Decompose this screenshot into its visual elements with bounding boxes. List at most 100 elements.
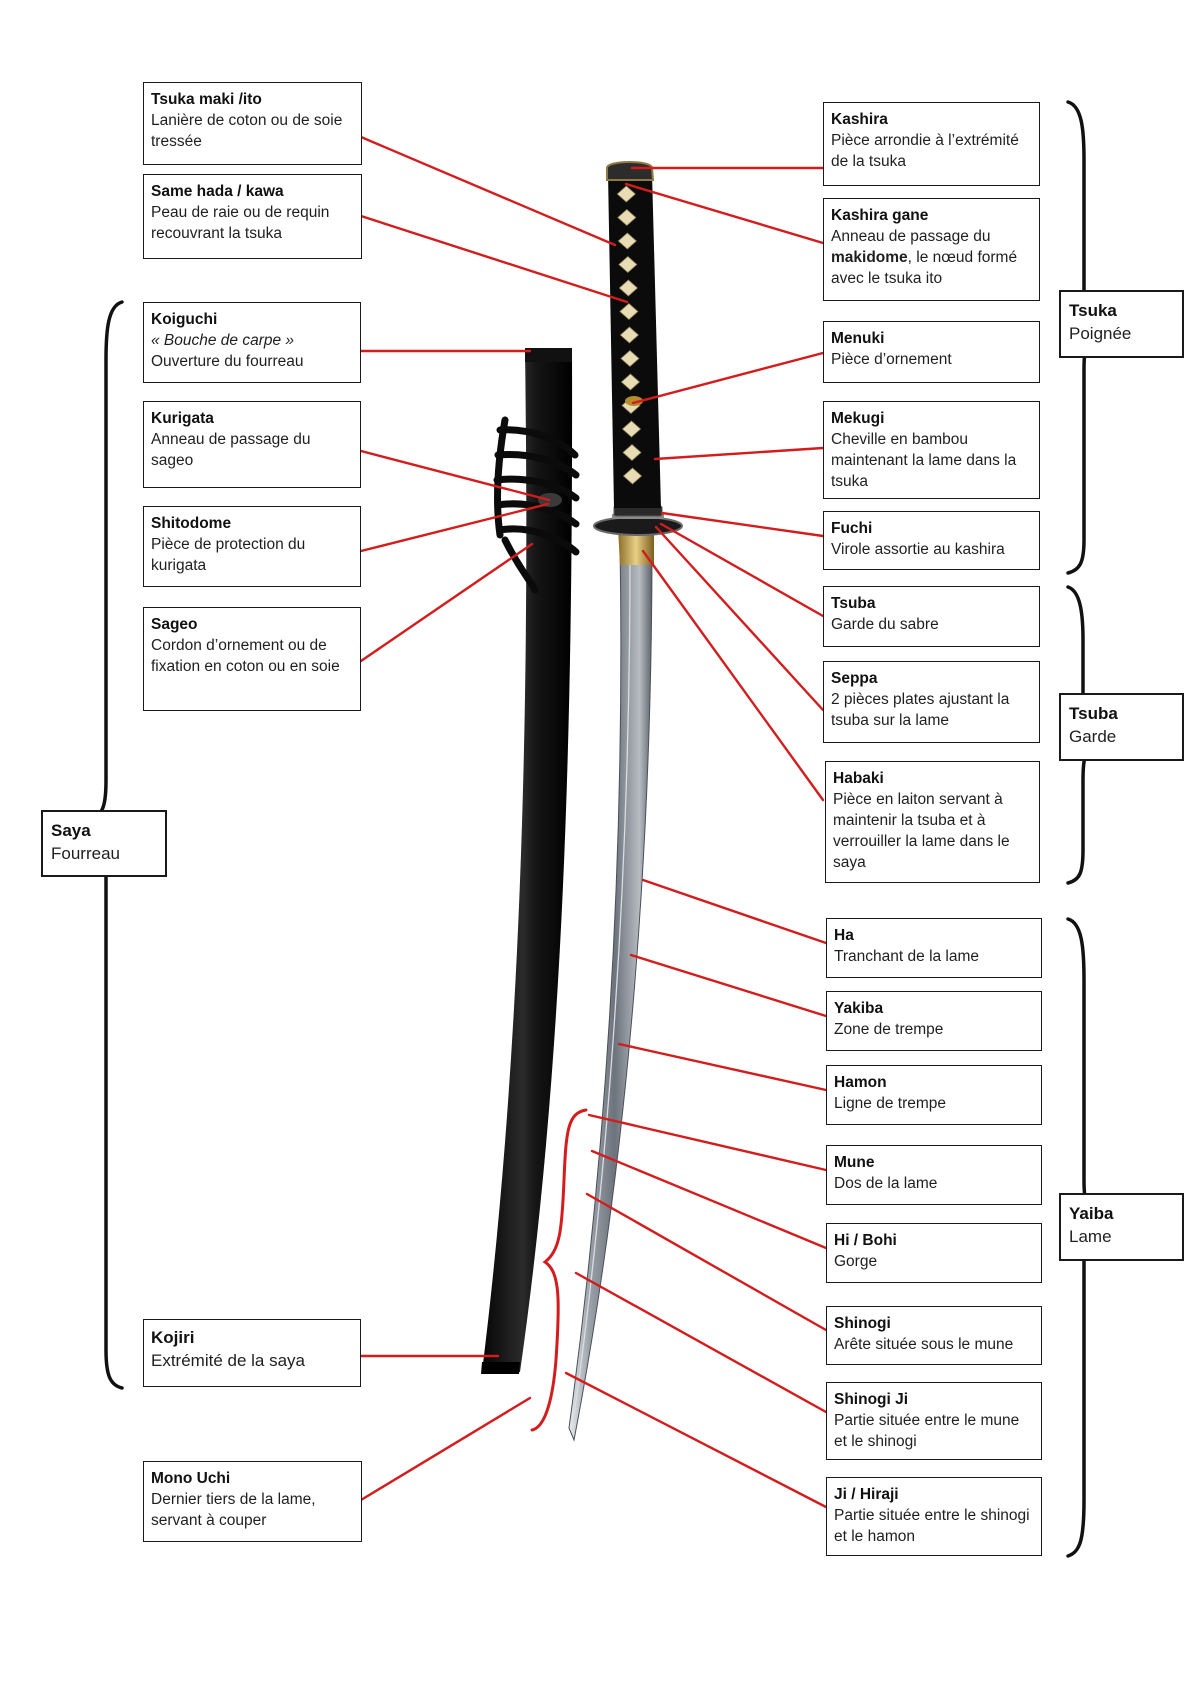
label-seppa: Seppa 2 pièces plates ajustant la tsuba …	[823, 661, 1040, 743]
label-title: Kashira	[831, 111, 888, 128]
label-title: Menuki	[831, 330, 885, 347]
label-desc: Ligne de trempe	[834, 1095, 947, 1112]
label-koiguchi: Koiguchi « Bouche de carpe » Ouverture d…	[143, 302, 361, 383]
label-desc: Virole assortie au kashira	[831, 541, 1005, 558]
label-desc: Zone de trempe	[834, 1021, 944, 1038]
leader-tsuka-maki-ito	[359, 135, 617, 247]
leader-shinogi-ji	[574, 1271, 828, 1414]
leader-same-hada	[359, 214, 629, 304]
same-diamond	[620, 349, 640, 368]
same-diamond	[621, 420, 642, 438]
group-title: Saya	[51, 821, 91, 840]
label-desc: Partie située entre le shinogi et le ham…	[834, 1507, 1030, 1545]
same-diamond	[617, 232, 637, 250]
group-desc: Fourreau	[51, 844, 120, 863]
label-desc: Pièce de protection du kurigata	[151, 536, 306, 574]
label-tsuba-part: Tsuba Garde du sabre	[823, 586, 1040, 647]
group-title: Tsuba	[1069, 704, 1118, 723]
label-title: Fuchi	[831, 520, 873, 537]
label-desc: Lanière de coton ou de soie tressée	[151, 112, 343, 150]
label-desc: Ouverture du fourreau	[151, 353, 304, 370]
mono-uchi-brace	[530, 1108, 588, 1432]
tsuba-guard	[593, 516, 683, 536]
koiguchi-mouth	[525, 348, 572, 362]
group-desc: Lame	[1069, 1227, 1112, 1246]
same-diamond	[616, 185, 636, 203]
label-title: Shinogi Ji	[834, 1391, 909, 1408]
leader-mono-uchi	[359, 1396, 532, 1502]
group-label-tsuba: Tsuba Garde	[1059, 693, 1184, 761]
same-diamond	[617, 208, 637, 227]
label-desc: Pièce en laiton servant à maintenir la t…	[833, 791, 1010, 871]
label-kojiri: Kojiri Extrémité de la saya	[143, 1319, 361, 1387]
shinogi-line	[571, 559, 631, 1431]
label-desc: Dernier tiers de la lame, servant à coup…	[151, 1491, 316, 1529]
label-yakiba: Yakiba Zone de trempe	[826, 991, 1042, 1051]
label-shinogi: Shinogi Arête située sous le mune	[826, 1306, 1042, 1365]
leader-sageo	[359, 542, 534, 663]
label-tsuka-maki-ito: Tsuka maki /ito Lanière de coton ou de s…	[143, 82, 362, 165]
label-title: Tsuba	[831, 595, 876, 612]
label-desc: Cordon d’ornement ou de fixation en coto…	[151, 637, 340, 675]
leader-seppa	[654, 525, 825, 712]
label-title: Kurigata	[151, 410, 214, 427]
label-desc: Partie située entre le mune et le shinog…	[834, 1412, 1020, 1450]
group-desc: Garde	[1069, 727, 1117, 746]
label-title: Shitodome	[151, 515, 232, 532]
label-hamon: Hamon Ligne de trempe	[826, 1065, 1042, 1125]
leader-ji-hiraji	[564, 1371, 828, 1509]
label-same-hada-kawa: Same hada / kawa Peau de raie ou de requ…	[143, 174, 362, 259]
label-mono-uchi: Mono Uchi Dernier tiers de la lame, serv…	[143, 1461, 362, 1542]
leader-kurigata	[359, 449, 551, 502]
label-title: Sageo	[151, 616, 198, 633]
leader-lines	[359, 135, 828, 1509]
label-sageo: Sageo Cordon d’ornement ou de fixation e…	[143, 607, 361, 711]
label-desc: Pièce arrondie à l’extrémité de la tsuka	[831, 132, 1019, 170]
label-fuchi: Fuchi Virole assortie au kashira	[823, 511, 1040, 570]
label-desc-italic: « Bouche de carpe »	[151, 332, 295, 349]
tsuka-handle	[606, 161, 661, 508]
label-title: Mono Uchi	[151, 1470, 231, 1487]
label-title: Yakiba	[834, 1000, 884, 1017]
label-desc: Pièce d’ornement	[831, 351, 952, 368]
label-desc: 2 pièces plates ajustant la tsuba sur la…	[831, 691, 1010, 729]
label-title: Tsuka maki /ito	[151, 91, 262, 108]
leader-ha	[641, 878, 828, 945]
same-diamond	[619, 326, 640, 344]
label-desc: Anneau de passage du sageo	[151, 431, 311, 469]
leader-mekugi	[653, 446, 825, 461]
same-diamond	[618, 279, 638, 297]
label-shinogi-ji: Shinogi Ji Partie située entre le mune e…	[826, 1382, 1042, 1460]
label-ha: Ha Tranchant de la lame	[826, 918, 1042, 978]
group-title: Yaiba	[1069, 1204, 1114, 1223]
label-menuki: Menuki Pièce d’ornement	[823, 321, 1040, 383]
label-desc: Anneau de passage du makidome, le nœud f…	[831, 228, 1018, 287]
label-title: Shinogi	[834, 1315, 891, 1332]
group-title: Tsuka	[1069, 301, 1117, 320]
label-title: Same hada / kawa	[151, 183, 284, 200]
same-diamond	[619, 302, 639, 321]
leader-hi-bohi	[590, 1149, 828, 1250]
yaiba-blade	[568, 544, 653, 1442]
label-kashira-gane: Kashira gane Anneau de passage du makido…	[823, 198, 1040, 301]
leader-fuchi	[660, 511, 825, 538]
label-habaki: Habaki Pièce en laiton servant à mainten…	[825, 761, 1040, 883]
leader-habaki	[641, 549, 825, 802]
group-desc: Poignée	[1069, 324, 1132, 343]
label-title: Mekugi	[831, 410, 885, 427]
label-title: Mune	[834, 1154, 875, 1171]
same-hada-diamonds	[616, 185, 643, 485]
leader-yakiba	[629, 953, 828, 1018]
label-desc: Extrémité de la saya	[151, 1351, 306, 1370]
same-diamond	[618, 255, 638, 274]
group-label-saya: Saya Fourreau	[41, 810, 167, 877]
leader-menuki	[631, 351, 825, 405]
leader-mune	[587, 1113, 828, 1172]
group-label-tsuka: Tsuka Poignée	[1059, 290, 1184, 358]
label-title: Hi / Bohi	[834, 1232, 897, 1249]
label-desc: Garde du sabre	[831, 616, 939, 633]
group-label-yaiba: Yaiba Lame	[1059, 1193, 1184, 1261]
label-title: Koiguchi	[151, 311, 218, 328]
saya-scabbard	[481, 348, 573, 1374]
